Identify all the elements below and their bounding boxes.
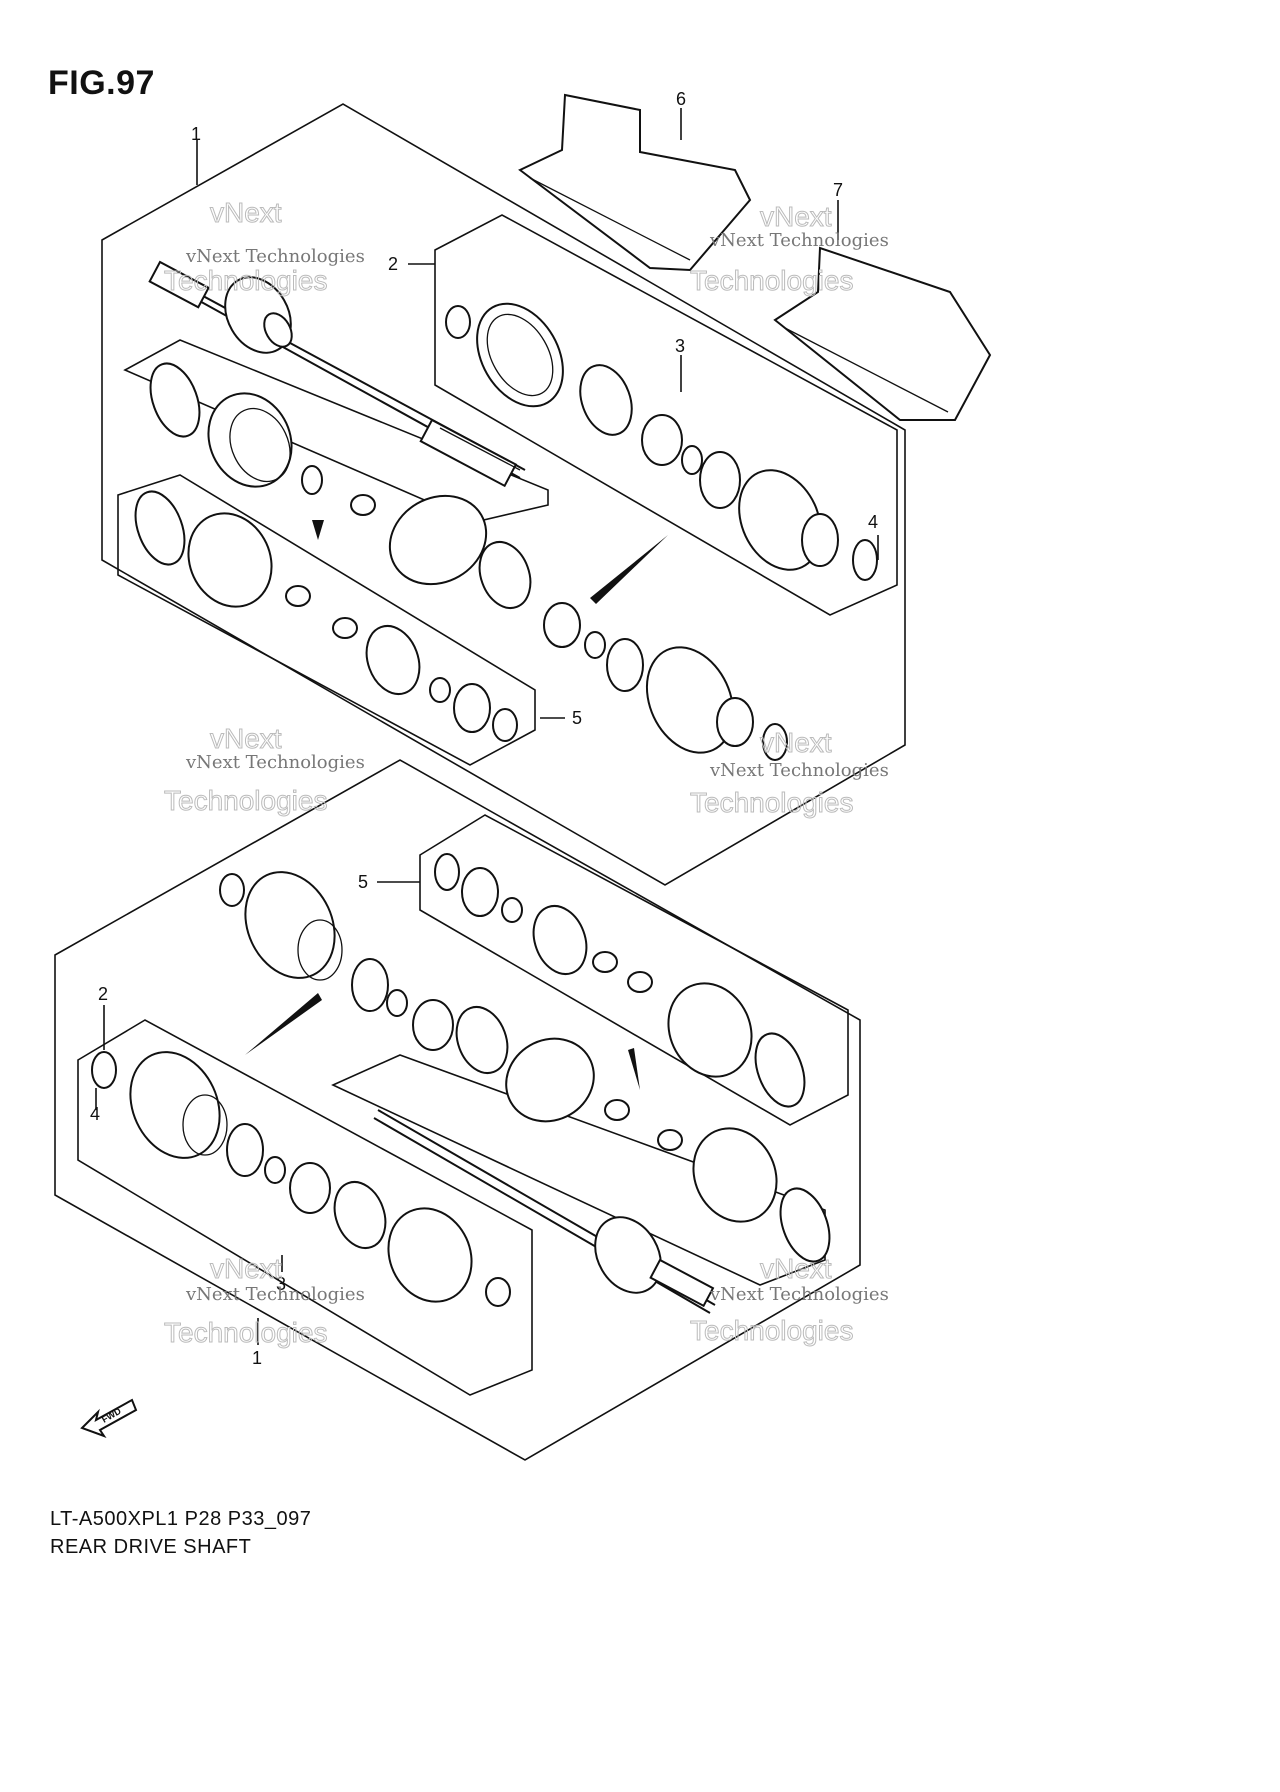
- callout-7: 7: [833, 180, 843, 200]
- lower-inner-joint: [219, 871, 454, 1051]
- model-code: LT-A500XPL1 P28 P33_097: [50, 1508, 312, 1530]
- watermark-text: vNext: [760, 727, 832, 758]
- callout-2: 2: [388, 254, 398, 274]
- diagram-caption: REAR DRIVE SHAFT: [50, 1536, 252, 1558]
- lower-kit-box: [77, 1019, 533, 1396]
- watermark-text: Technologies: [690, 787, 853, 818]
- callout-6: 6: [676, 89, 686, 109]
- upper-arrow-small: [312, 520, 324, 540]
- lower-assembly: 5 2 4 3 1: [54, 759, 861, 1461]
- upper-callout5-parts: [134, 490, 518, 742]
- watermark-text: vNext: [760, 1253, 832, 1284]
- watermark-text: vNext Technologies: [185, 1284, 365, 1305]
- lower-callout5-parts: [434, 853, 806, 1108]
- callout-3: 3: [675, 336, 685, 356]
- lower-kit-parts: [91, 1051, 511, 1307]
- lower-arrow-large: [245, 993, 322, 1055]
- lower-callout-4: 4: [90, 1104, 100, 1124]
- upper-kit-box: [434, 214, 898, 616]
- watermark-text: vNext: [210, 197, 282, 228]
- callout-4: 4: [868, 512, 878, 532]
- watermark-text: vNext Technologies: [709, 1284, 889, 1305]
- upper-inner-joint: [543, 602, 788, 761]
- guard-plate-7: [773, 246, 992, 421]
- upper-boot-parts: [149, 362, 532, 609]
- lower-frame: [54, 759, 861, 1461]
- watermark-text: vNext Technologies: [709, 760, 889, 781]
- upper-boot-kit-box: [123, 339, 549, 523]
- lower-callout-5: 5: [358, 872, 368, 892]
- lower-arrow-small: [628, 1048, 640, 1090]
- lower-callout5-box: [419, 814, 849, 1126]
- upper-assembly: 1 2 3 4 5 6 7: [101, 89, 992, 886]
- lower-outer-joint: [594, 1216, 715, 1308]
- upper-shaft-spline: [419, 418, 521, 488]
- watermark-text: Technologies: [690, 1315, 853, 1346]
- upper-frame: [101, 103, 906, 886]
- figure-title: FIG.97: [48, 64, 155, 102]
- upper-outer-joint: [148, 260, 293, 354]
- lower-callout-1: 1: [252, 1348, 262, 1368]
- lower-boot-parts: [455, 1006, 831, 1263]
- guard-plate-6: [518, 93, 752, 272]
- watermark-text: Technologies: [164, 1317, 327, 1348]
- callout-1: 1: [191, 124, 201, 144]
- watermark-text: Technologies: [164, 265, 327, 296]
- watermark-text: vNext: [210, 723, 282, 754]
- watermark-text: vNext Technologies: [185, 752, 365, 773]
- watermark-text: vNext Technologies: [185, 246, 365, 267]
- upper-kit-parts: [445, 302, 878, 581]
- callout-5: 5: [572, 708, 582, 728]
- watermark-text: Technologies: [164, 785, 327, 816]
- watermark-text: vNext: [210, 1253, 282, 1284]
- lower-callout-3: 3: [276, 1274, 286, 1294]
- watermark-text: Technologies: [690, 265, 853, 296]
- lower-callout-2: 2: [98, 984, 108, 1004]
- watermark-text: vNext Technologies: [709, 230, 889, 251]
- watermark-group: vNext Technologies vNext Technologies vN…: [164, 197, 889, 1349]
- watermark-text: vNext: [760, 201, 832, 232]
- upper-callout5-box: [117, 474, 536, 766]
- fwd-arrow-icon: FWD: [80, 1398, 138, 1438]
- upper-arrow-large: [590, 535, 668, 604]
